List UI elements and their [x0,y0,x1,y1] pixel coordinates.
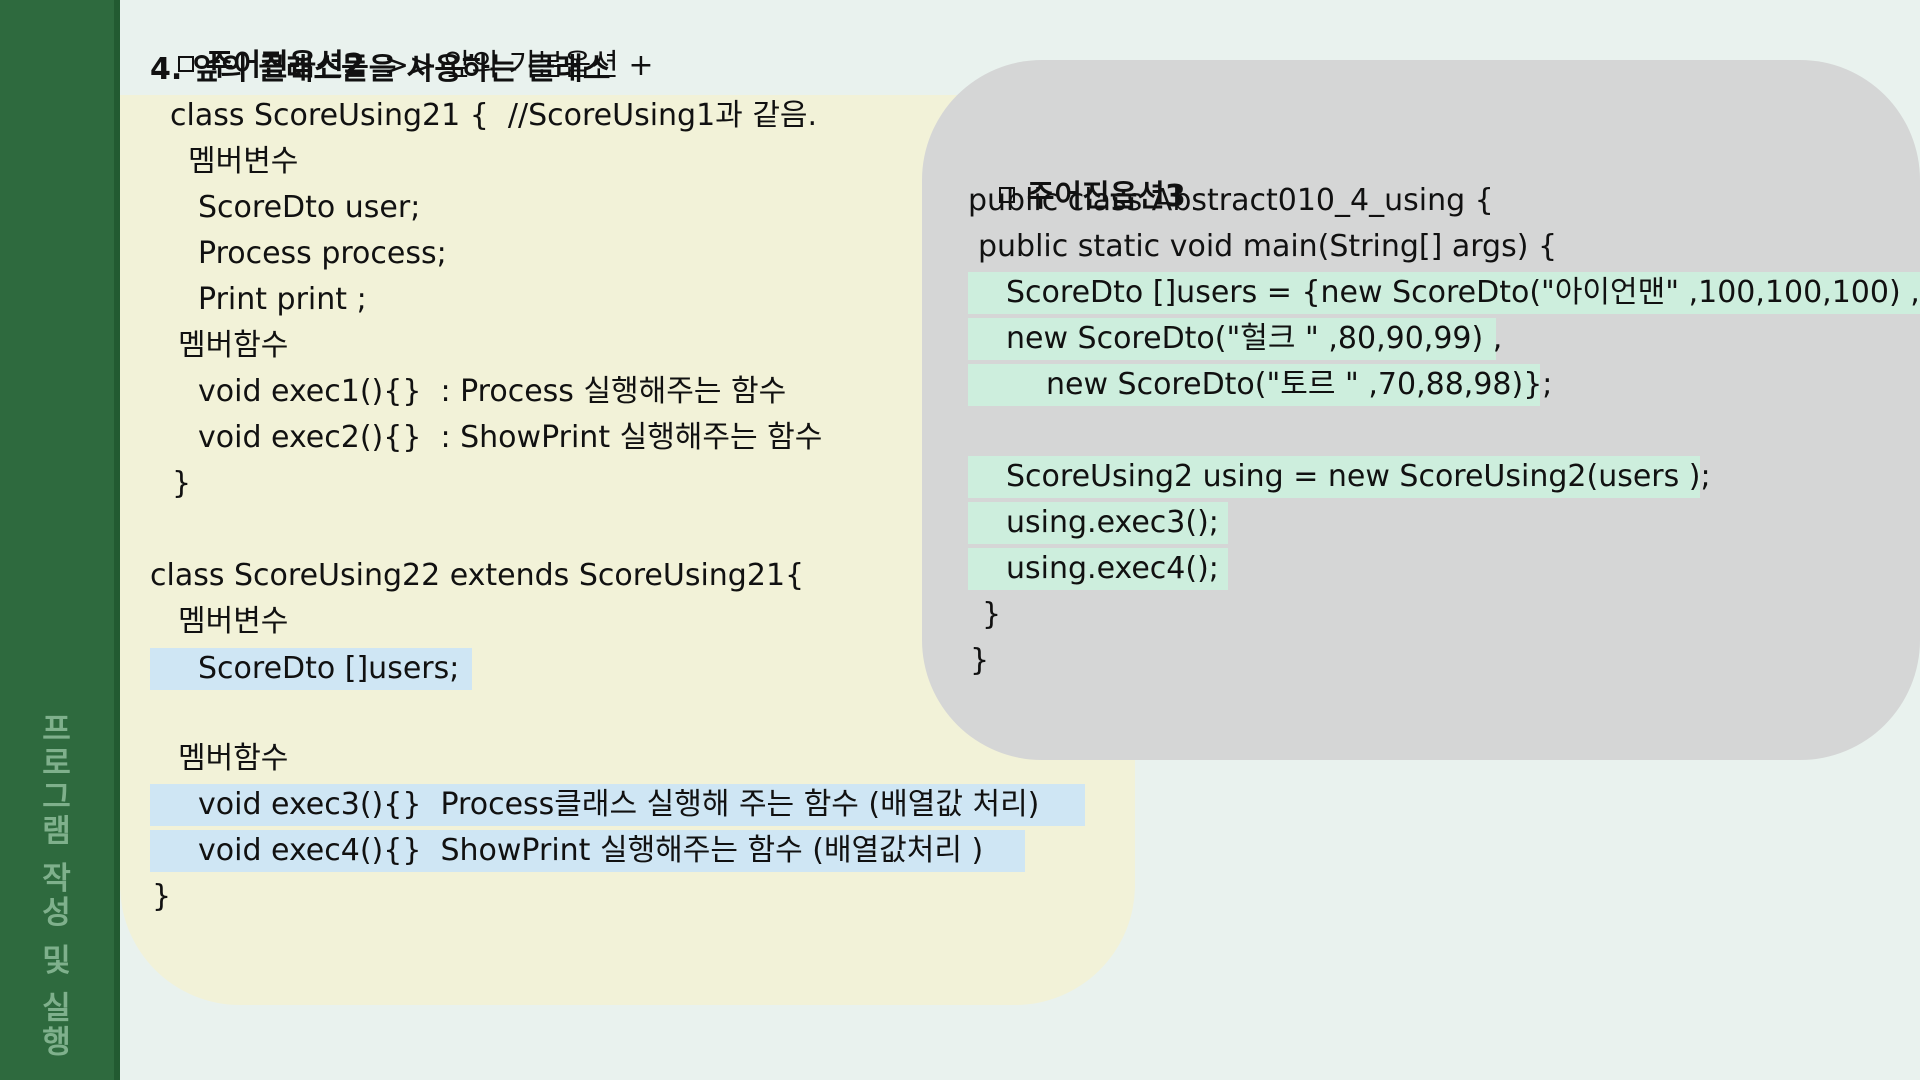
right-title-row: 주어진옵션3 [978,134,1186,218]
code-line: } [152,879,172,914]
square-bullet-icon [998,187,1015,203]
code-line: } [172,466,192,501]
code-line-highlighted: void exec4(){} ShowPrint 실행해주는 함수 (배열값처리… [150,830,1025,872]
code-line: public static void main(String[] args) { [978,229,1558,264]
code-line: class ScoreUsing22 extends ScoreUsing21{ [150,558,805,593]
right-title: 주어진옵션3 [1026,179,1186,214]
code-line: void exec2(){} : ShowPrint 실행해주는 함수 [198,420,823,455]
code-line: public class Abstract010_4_using { [968,183,1494,218]
code-line: class ScoreUsing21 { //ScoreUsing1과 같음. [170,98,818,133]
code-line: Print print ; [198,282,367,317]
right-panel [922,60,1920,760]
code-line-highlighted: ScoreDto []users; [150,648,472,690]
code-line-highlighted: new ScoreDto("토르 " ,70,88,98)}; [968,364,1552,406]
code-line: 멤버함수 [178,328,289,363]
sidebar: 프로그램 작성 및 실행 [0,0,120,1080]
left-title-extra: >> 앞의 기본옵션 + [364,48,654,83]
code-line: 멤버변수 [178,604,289,639]
left-title-row: 주어진옵션2 >> 앞의 기본옵션 + [157,3,653,87]
code-line: Process process; [198,236,447,271]
code-line: void exec1(){} : Process 실행해주는 함수 [198,374,787,409]
code-line-highlighted: void exec3(){} Process클래스 실행해 주는 함수 (배열값… [150,784,1085,826]
code-line: 멤버함수 [178,741,289,776]
code-line: } [970,643,990,678]
square-bullet-icon [177,56,194,72]
code-line-highlighted: ScoreDto []users = {new ScoreDto("아이언맨" … [968,272,1920,314]
code-line: 멤버변수 [188,144,299,179]
code-line-highlighted: new ScoreDto("헐크 " ,80,90,99) , [968,318,1502,360]
sidebar-label: 프로그램 작성 및 실행 [35,712,71,1060]
code-line-highlighted: using.exec3(); [968,502,1228,544]
code-line-highlighted: ScoreUsing2 using = new ScoreUsing2(user… [968,456,1711,498]
code-line: } [982,597,1002,632]
left-section-heading: 4. 앞의 클래스들을 사용하는 클래스 [150,52,611,87]
code-line: ScoreDto user; [198,190,421,225]
code-line-highlighted: using.exec4(); [968,548,1228,590]
left-title: 주어진옵션2 [205,48,365,83]
